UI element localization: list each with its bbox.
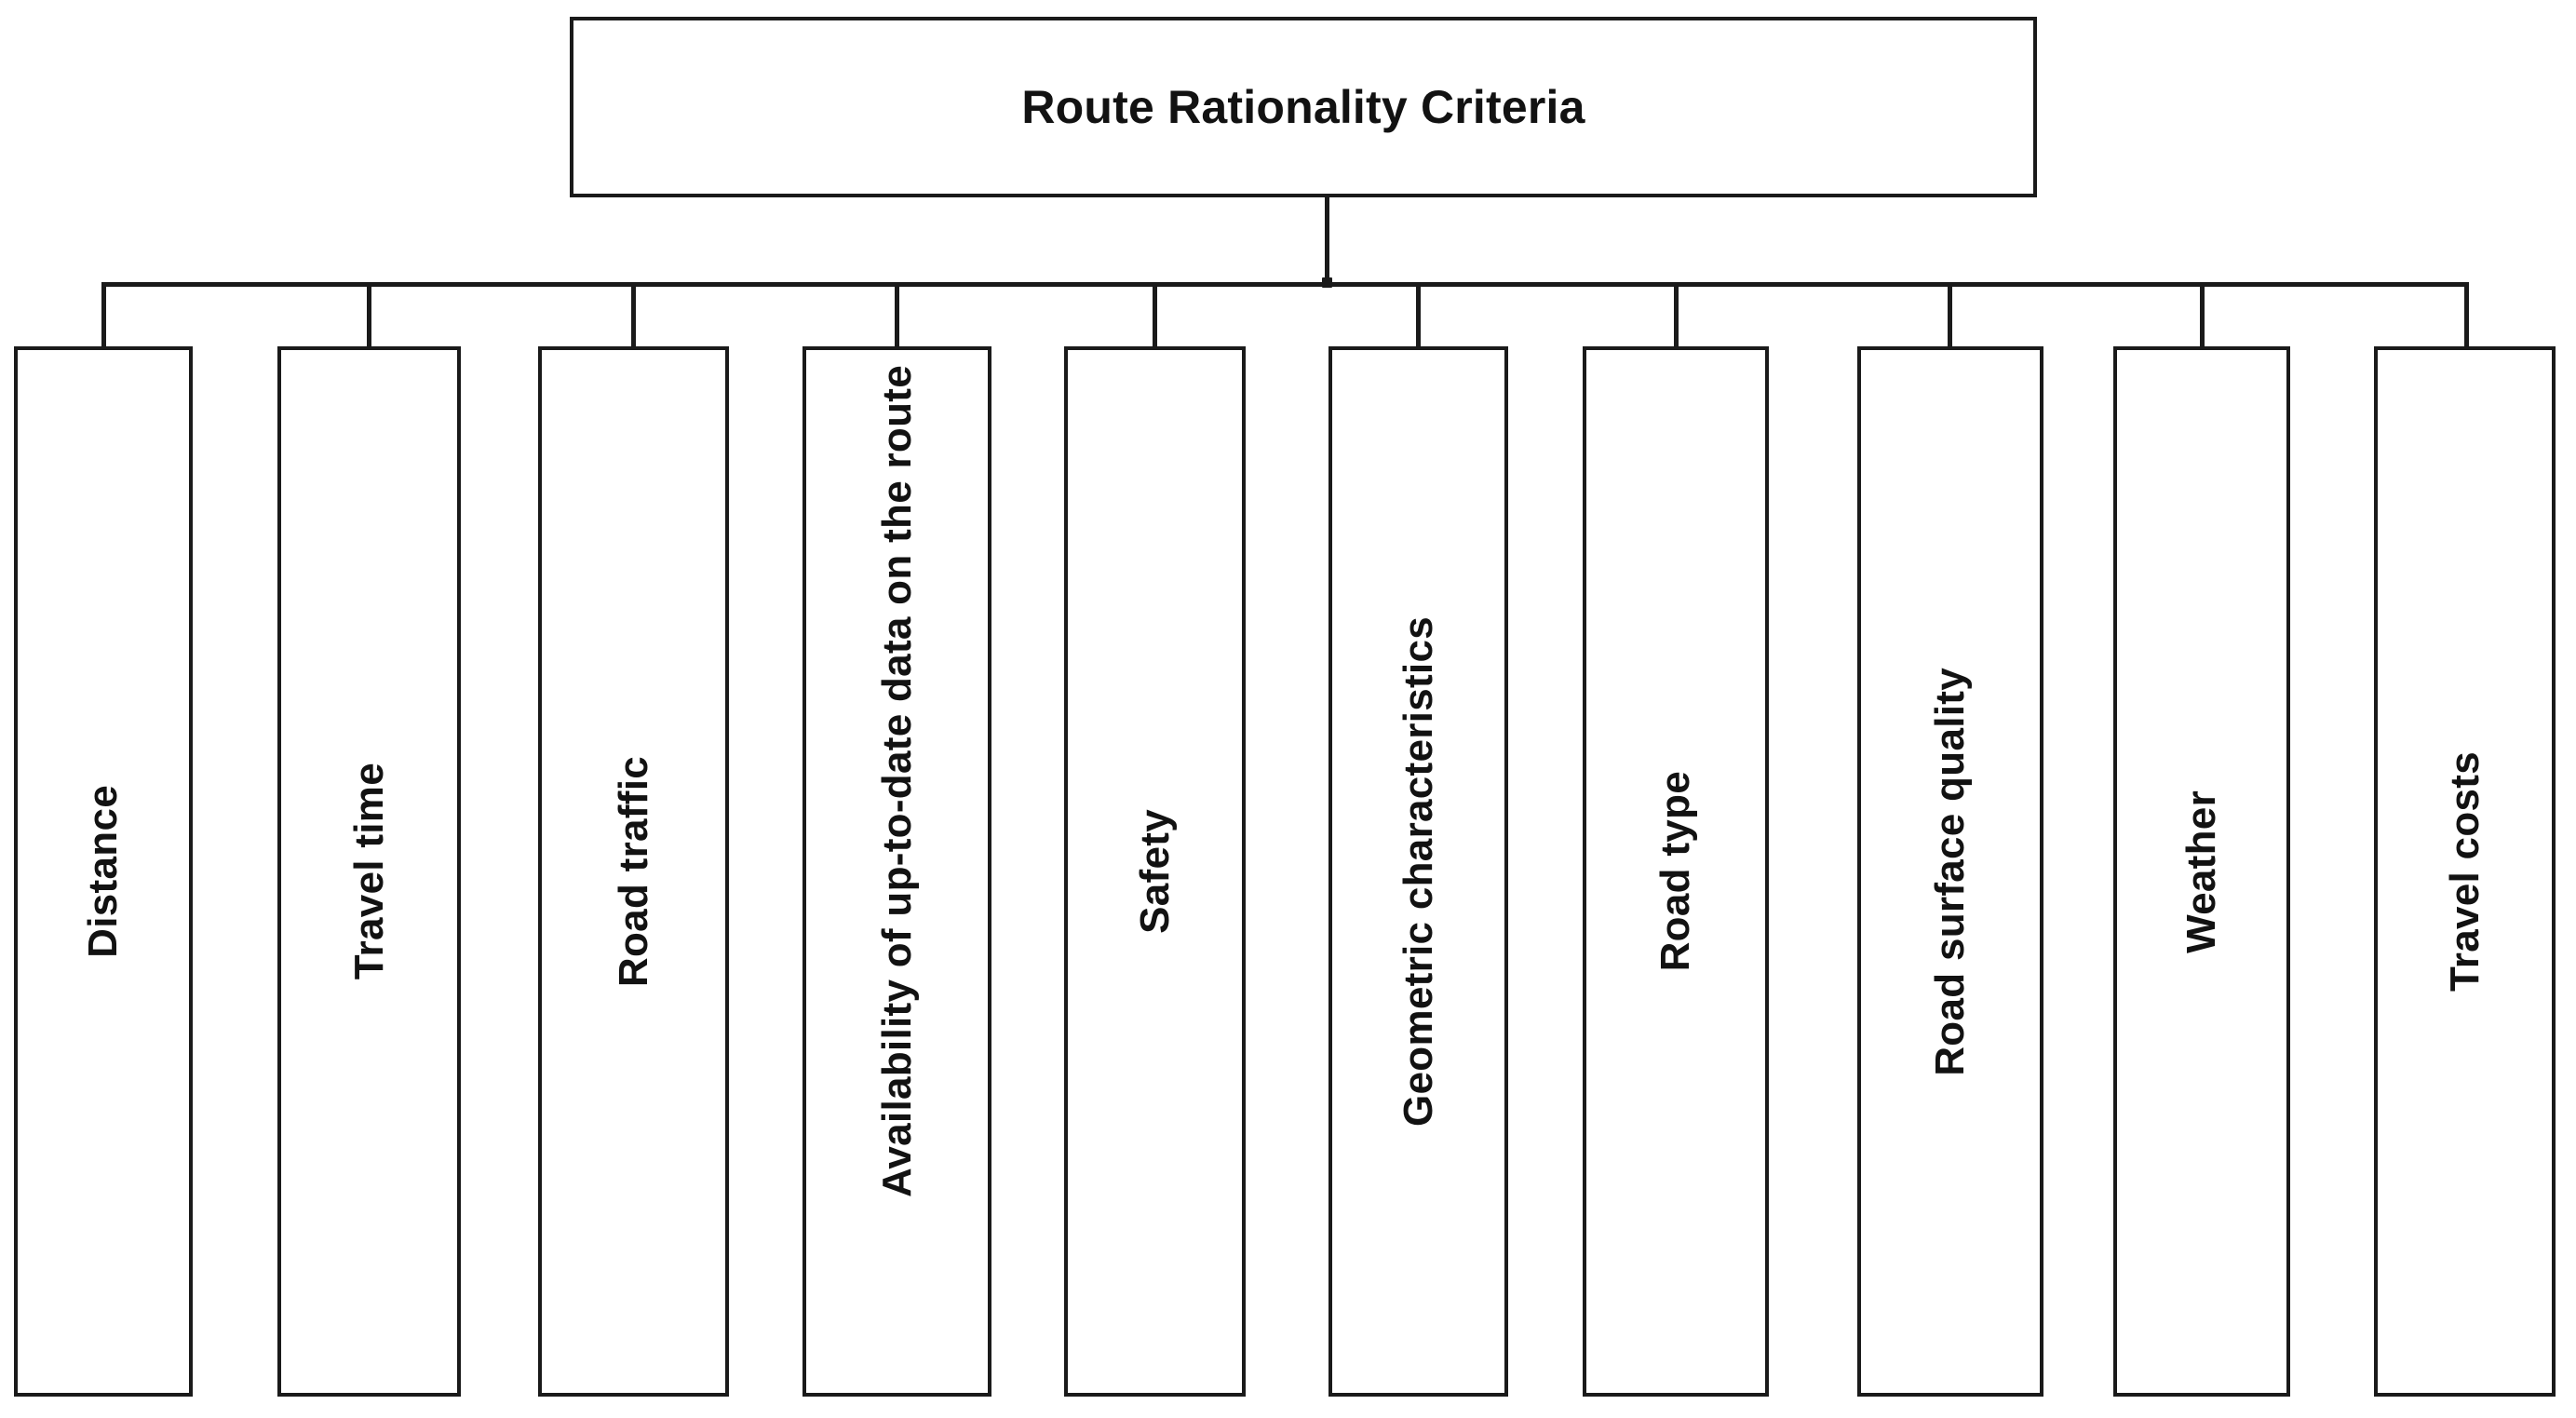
leaf-node-road-traffic-content: Road traffic <box>542 350 725 1393</box>
leaf-node-distance-content: Distance <box>18 350 189 1393</box>
connector-drop-7 <box>1674 282 1679 348</box>
connector-root-stem <box>1325 197 1329 287</box>
leaf-node-label: Geometric characteristics <box>1395 615 1441 1127</box>
leaf-node-distance[interactable]: Distance <box>14 346 193 1397</box>
leaf-node-road-surface-quality[interactable]: Road surface quality <box>1857 346 2043 1397</box>
connector-horizontal-bus <box>101 282 2469 287</box>
leaf-node-label: Travel costs <box>2441 751 2488 992</box>
leaf-node-safety-content: Safety <box>1068 350 1242 1393</box>
root-node-route-rationality-criteria[interactable]: Route Rationality Criteria <box>570 17 2037 197</box>
connector-drop-3 <box>631 282 636 348</box>
connector-drop-2 <box>367 282 371 348</box>
leaf-node-road-type[interactable]: Road type <box>1583 346 1769 1397</box>
leaf-node-label: Availability of up-to-date data on the r… <box>873 365 920 1198</box>
leaf-node-travel-costs[interactable]: Travel costs <box>2374 346 2556 1397</box>
leaf-node-travel-time-content: Travel time <box>281 350 457 1393</box>
root-node-label: Route Rationality Criteria <box>1021 81 1585 133</box>
leaf-node-travel-costs-content: Travel costs <box>2378 350 2552 1393</box>
leaf-node-road-traffic[interactable]: Road traffic <box>538 346 729 1397</box>
leaf-node-geometric-characteristics[interactable]: Geometric characteristics <box>1328 346 1508 1397</box>
connector-drop-10 <box>2464 282 2469 348</box>
leaf-node-road-type-content: Road type <box>1586 350 1765 1393</box>
leaf-node-safety[interactable]: Safety <box>1064 346 1246 1397</box>
leaf-node-label: Travel time <box>345 763 392 980</box>
leaf-node-geometric-characteristics-content: Geometric characteristics <box>1332 350 1504 1393</box>
leaf-node-label: Safety <box>1131 809 1178 934</box>
leaf-node-travel-time[interactable]: Travel time <box>277 346 461 1397</box>
leaf-node-availability-content: Availability of up-to-date data on the r… <box>806 350 988 1393</box>
leaf-node-label: Road surface quality <box>1927 667 1973 1076</box>
connector-drop-6 <box>1416 282 1421 348</box>
leaf-node-label: Road type <box>1652 771 1698 972</box>
leaf-node-weather[interactable]: Weather <box>2113 346 2290 1397</box>
leaf-node-road-surface-quality-content: Road surface quality <box>1861 350 2040 1393</box>
leaf-node-label: Road traffic <box>610 755 656 988</box>
connector-drop-8 <box>1948 282 1952 348</box>
leaf-node-label: Weather <box>2178 790 2224 953</box>
connector-drop-5 <box>1153 282 1157 348</box>
leaf-node-label: Distance <box>80 785 126 958</box>
connector-drop-9 <box>2200 282 2205 348</box>
connector-drop-1 <box>101 282 106 348</box>
leaf-node-availability-of-up-to-date-data[interactable]: Availability of up-to-date data on the r… <box>802 346 991 1397</box>
connector-drop-4 <box>895 282 899 348</box>
leaf-node-weather-content: Weather <box>2117 350 2286 1393</box>
